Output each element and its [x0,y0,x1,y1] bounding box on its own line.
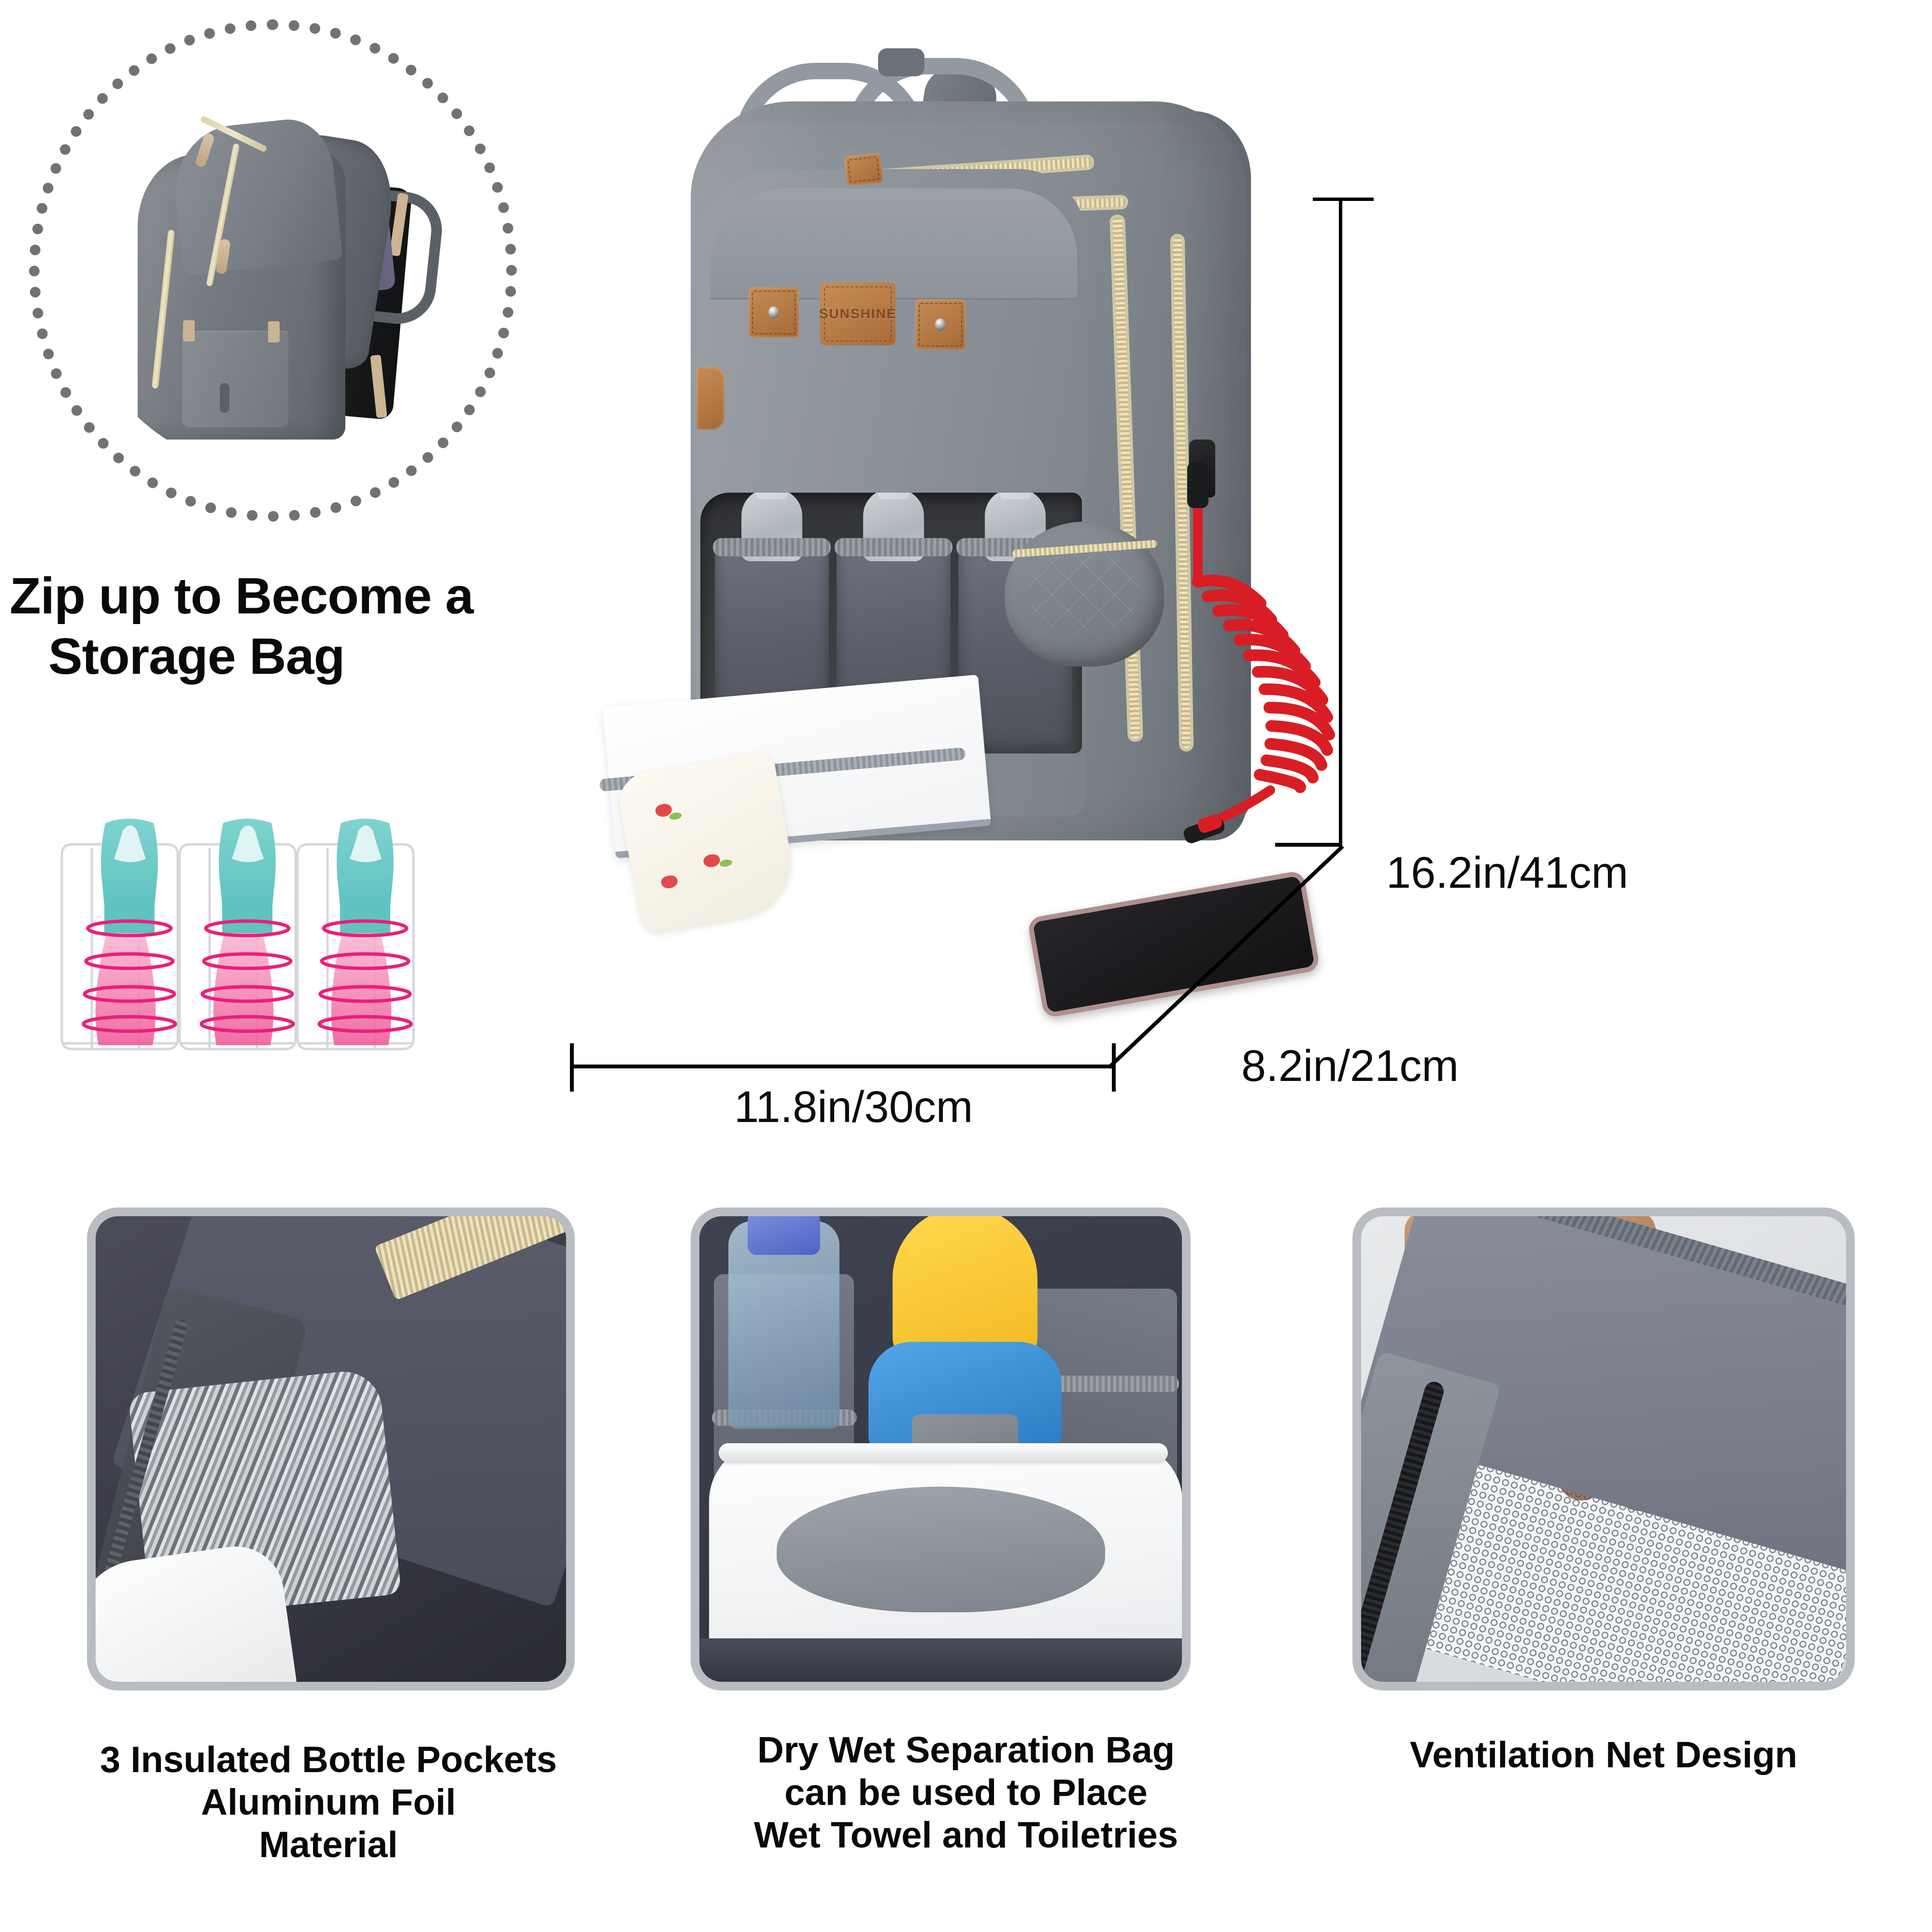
feature-photo-ventilation-net-design [1352,1208,1855,1690]
hero-product-photo: SUNSHINE [507,10,1335,1043]
three-bottles-diagram [53,816,430,1087]
baby-towel [615,750,800,936]
storage-bag-photo [75,70,471,471]
storage-bag-inset [29,19,517,522]
front-flap-seam [710,188,1077,299]
quilted-round-pouch [1005,522,1164,667]
headline-line-1: Zip up to Become a [10,568,474,625]
caption-dry-wet-separation-bag: Dry Wet Separation Bag can be used to Pl… [647,1729,1285,1857]
handle-joint [878,48,924,76]
brand-label: SUNSHINE [819,283,897,345]
caption-1-line-2: Aluminum Foil [201,1782,456,1823]
depth-dim-label: 8.2in/21cm [1241,1041,1459,1091]
width-dim-tick-left [570,1043,574,1092]
bottles-icon [60,819,415,1051]
leather-side-tab [696,367,724,430]
height-dim-line [1339,199,1342,846]
caption-2-line-3: Wet Towel and Toiletries [753,1815,1179,1856]
caption-ventilation-net-design: Ventilation Net Design [1285,1734,1922,1776]
height-dim-tick-top [1313,198,1374,201]
width-dim-line [570,1065,1116,1068]
leather-accent-right [915,299,966,350]
headline-line-2: Storage Bag [48,628,345,685]
height-dim-tick-bottom [1275,843,1342,847]
caption-insulated-bottle-pockets: 3 Insulated Bottle Pockets Aluminum Foil… [10,1739,647,1866]
feature-photo-dry-wet-separation-bag [691,1208,1191,1690]
width-dim-tick-right [1112,1043,1116,1092]
height-dim-label: 16.2in/41cm [1386,848,1629,897]
caption-3-line-1: Ventilation Net Design [1409,1734,1798,1776]
caption-2-line-2: can be used to Place [784,1772,1148,1814]
caption-1-line-1: 3 Insulated Bottle Pockets [99,1739,557,1780]
red-coiled-charging-cable [1183,462,1335,843]
leather-zipper-pull [843,153,884,186]
caption-2-line-1: Dry Wet Separation Bag [757,1730,1175,1771]
feature-photo-insulated-bottle-pockets [87,1208,575,1690]
pocket-elastic-1 [713,538,831,556]
page-title: Zip up to Become a Storage Bag [10,566,531,687]
caption-1-line-3: Material [259,1824,398,1866]
backpack-side-view-illustration [75,70,471,471]
pocket-elastic-2 [835,538,952,556]
width-dim-label: 11.8in/30cm [734,1082,973,1132]
leather-accent-left [749,287,799,338]
brand-label-text: SUNSHINE [819,306,897,321]
depth-dim-line [1108,845,1344,1069]
